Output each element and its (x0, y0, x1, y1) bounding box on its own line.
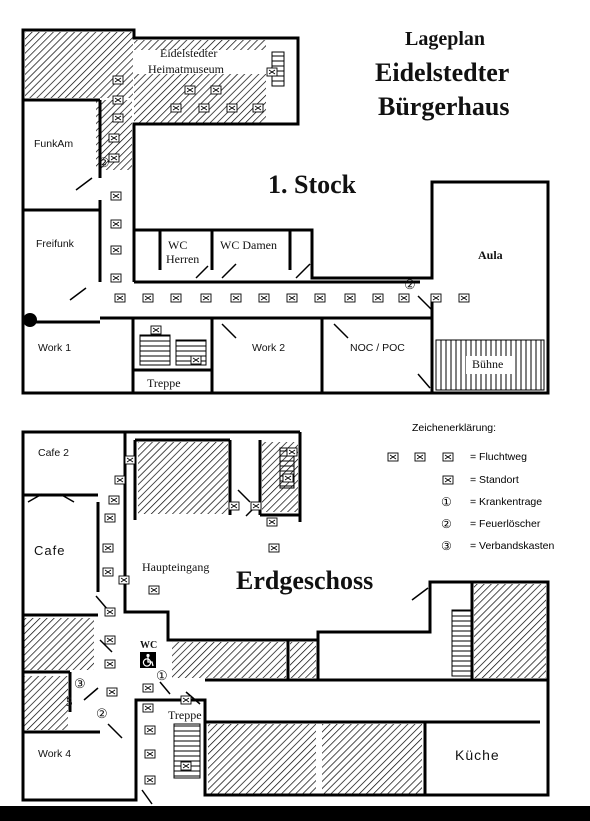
legend-feuerloescher: = Feuerlöscher (470, 518, 541, 530)
room-label-wc-damen: WC Damen (220, 238, 277, 252)
hatched-area (22, 618, 94, 670)
marker-feuerloescher: ② (96, 706, 108, 721)
header-line2: Eidelstedter (375, 58, 510, 87)
hatched-area (138, 442, 228, 514)
room-label-wc-herren: WC (168, 238, 188, 252)
room-label-aula: Aula (478, 248, 503, 262)
room-label-museum: Eidelstedter (160, 46, 218, 60)
hatched-area (322, 724, 422, 794)
bottom-bar (0, 806, 590, 821)
room-label-5: 5 (66, 694, 73, 709)
hatched-area (208, 724, 316, 794)
legend-standort: = Standort (470, 474, 519, 486)
header-line1: Lageplan (405, 28, 486, 50)
room-label-treppe-upper: Treppe (147, 376, 181, 390)
room-label-treppe-ground: Treppe (168, 708, 202, 722)
ground-floor (21, 430, 550, 802)
room-label-freifunk: Freifunk (36, 238, 74, 250)
floor-title-upper: 1. Stock (268, 170, 357, 199)
room-label-buehne: Bühne (472, 357, 504, 371)
stairs (451, 609, 473, 677)
wheelchair-icon (140, 652, 156, 668)
room-label-work4: Work 4 (38, 748, 72, 760)
room-label-wc-herren-2: Herren (166, 252, 200, 266)
upper-floor (21, 28, 550, 395)
marker-verbandskasten: ③ (74, 676, 86, 691)
hatched-area (25, 32, 133, 98)
room-label-work1: Work 1 (38, 342, 72, 354)
marker-krankentrage: ① (156, 668, 168, 683)
legend-feuerloescher-symbol: ② (441, 517, 452, 531)
room-label-noc: NOC / POC (350, 342, 405, 354)
hatched-area (290, 642, 316, 678)
hatched-area (172, 642, 286, 678)
location-marker (23, 313, 37, 327)
legend-title: Zeichenerklärung: (412, 422, 497, 434)
legend-krankentrage-symbol: ① (441, 495, 452, 509)
room-label-work2: Work 2 (252, 342, 286, 354)
marker-feuerloescher: ② (404, 277, 416, 292)
legend-verbandskasten: = Verbandskasten (470, 540, 555, 552)
room-label-kueche: Küche (455, 747, 500, 763)
room-label-funkam: FunkAm (34, 138, 74, 150)
marker-feuerloescher: ② (98, 155, 110, 170)
header-line3: Bürgerhaus (378, 92, 510, 121)
hatched-area (474, 584, 546, 678)
room-label-cafe: Cafe (34, 543, 66, 558)
legend-symbols (387, 452, 454, 485)
stairs (139, 334, 171, 366)
hatched-area (24, 676, 68, 730)
legend-verbandskasten-symbol: ③ (441, 539, 452, 553)
doors (69, 177, 433, 389)
room-label-museum-2: Heimatmuseum (148, 62, 224, 76)
room-label-cafe2: Cafe 2 (38, 447, 69, 459)
room-label-wc: WC (140, 640, 158, 651)
legend-fluchtweg: = Fluchtweg (470, 451, 527, 463)
legend-krankentrage: = Krankentrage (470, 496, 543, 508)
floor-title-ground: Erdgeschoss (236, 566, 374, 595)
room-label-haupteingang: Haupteingang (142, 560, 210, 574)
